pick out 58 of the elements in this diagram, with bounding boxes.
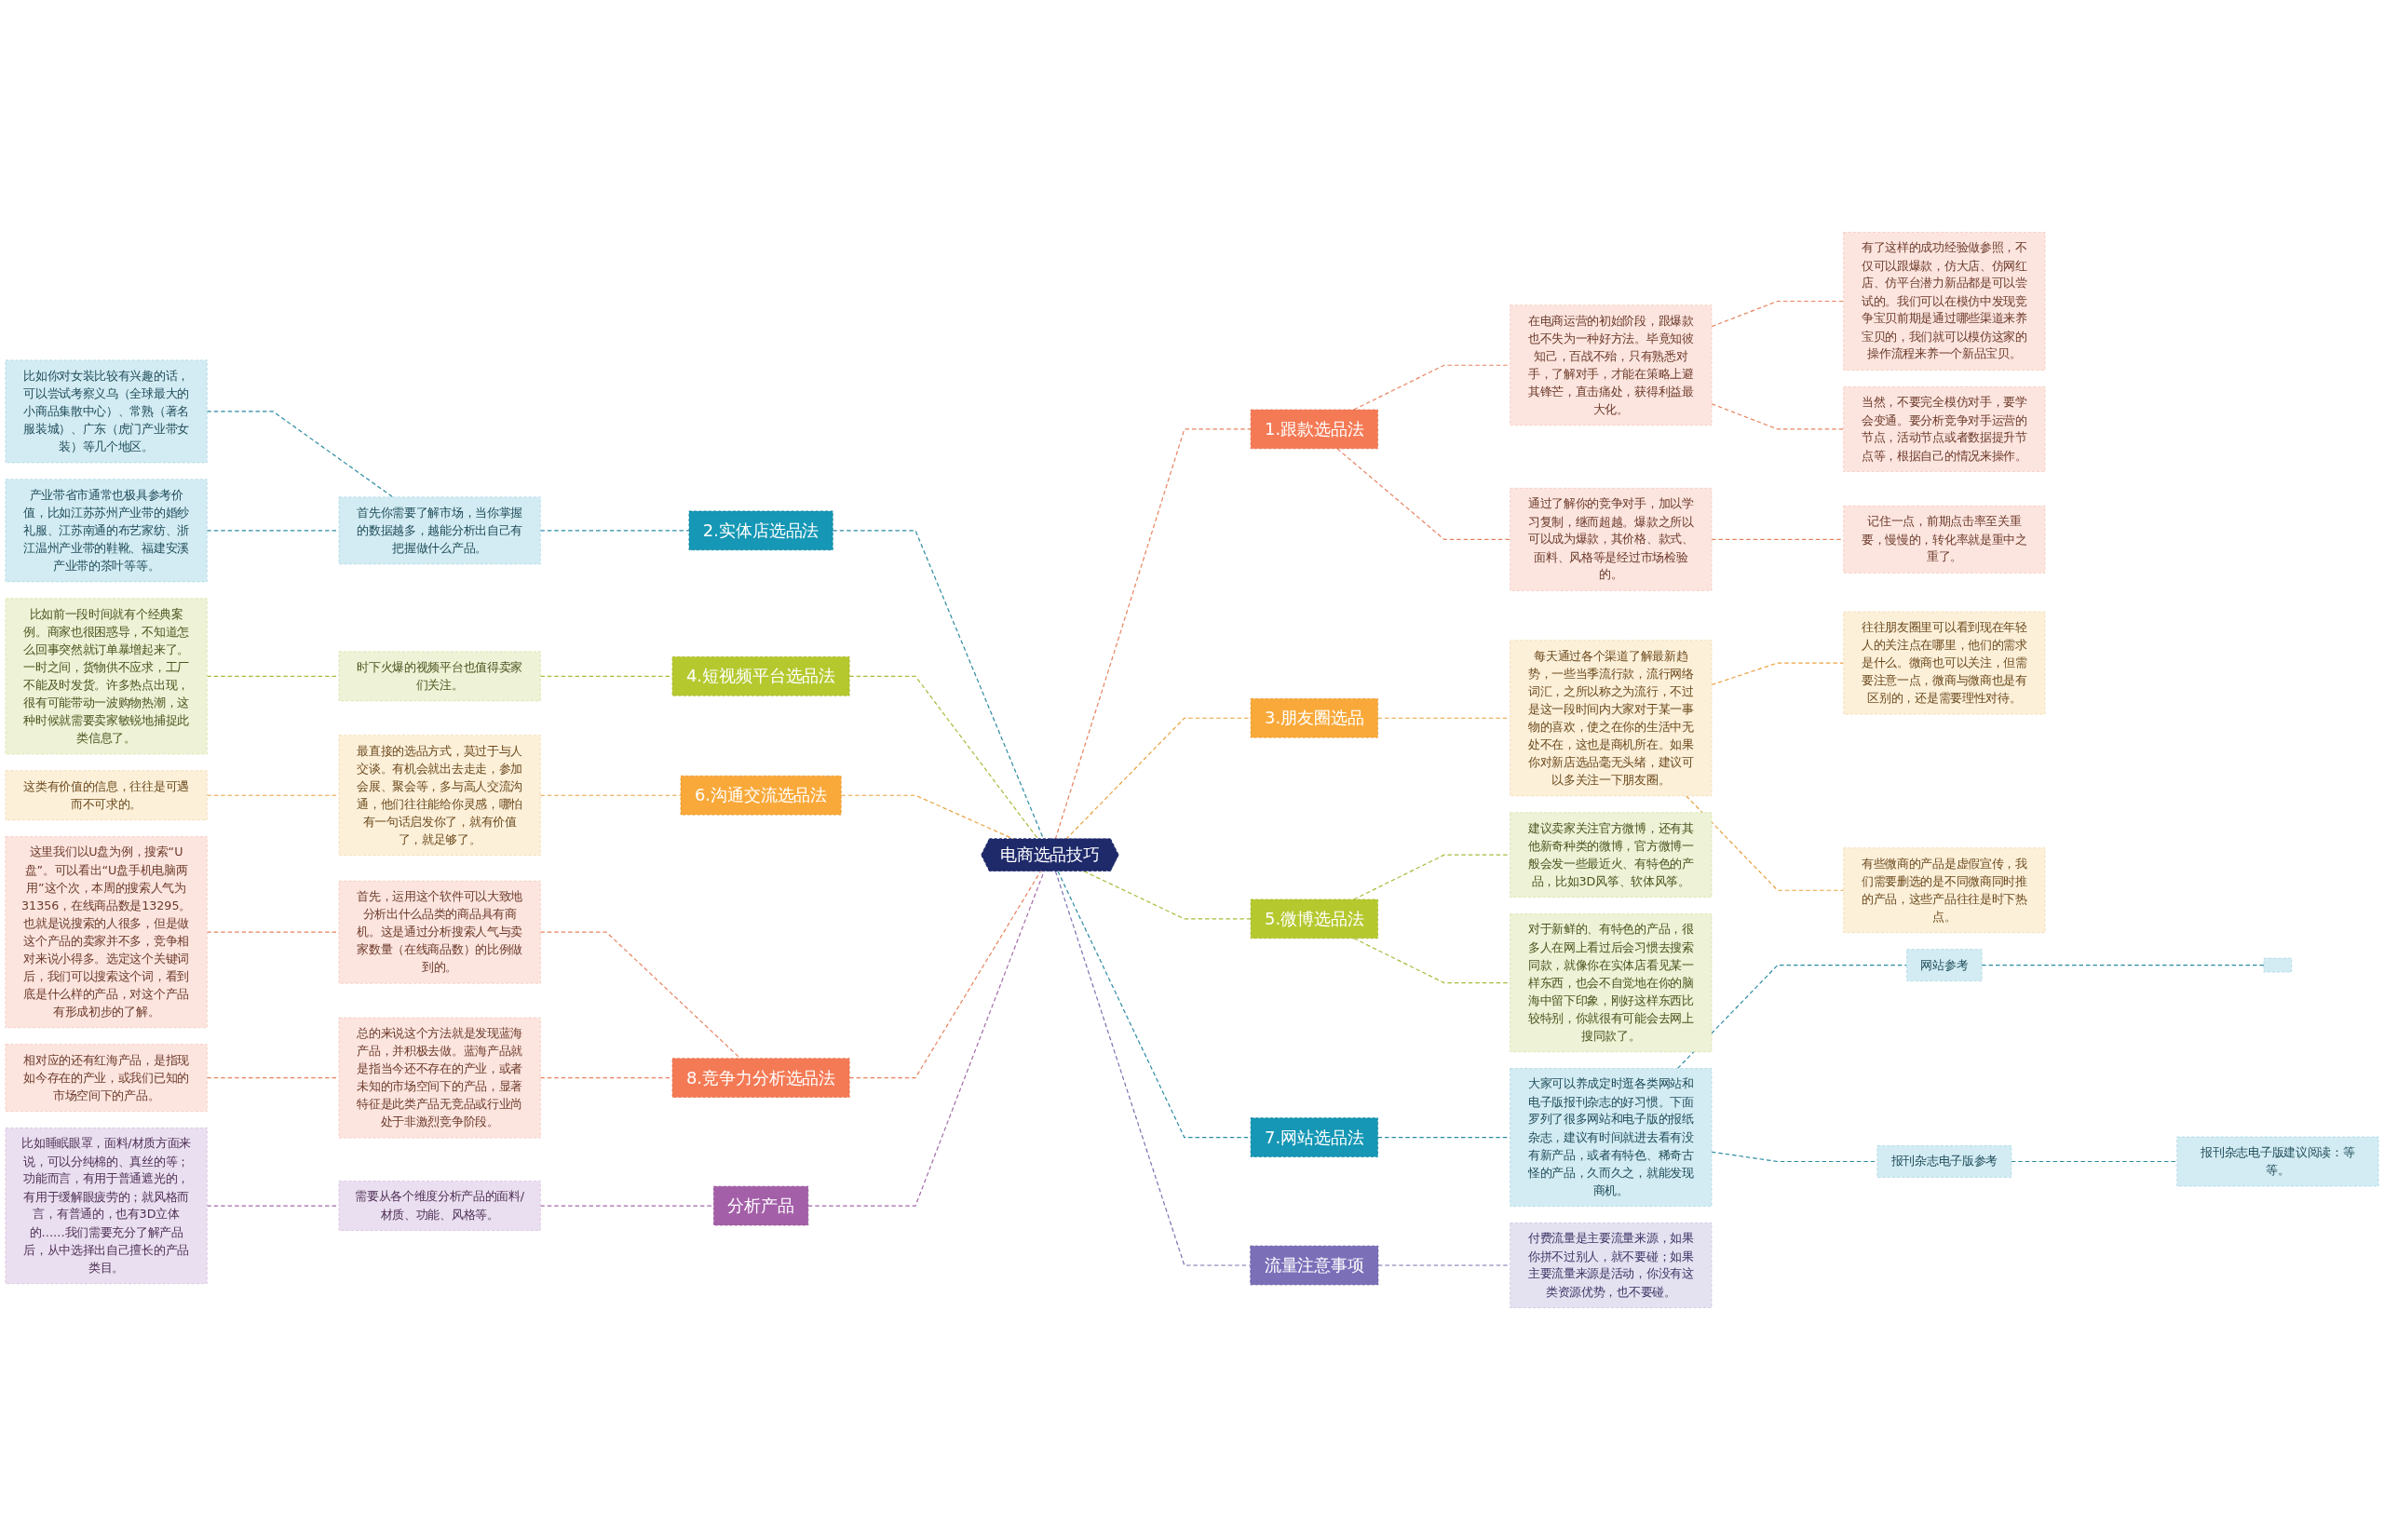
connector [1054,428,1252,840]
connector [539,931,741,1060]
connector [2011,1160,2178,1163]
connector [1711,300,1845,328]
node-box: 建议卖家关注官方微博，还有其他新奇种类的微博，官方微博一般会发一些最近火、有特色的产品，比如3D风筝、软体风筝。 [1510,812,1713,898]
node-box: 相对应的还有红海产品，是指现如今存在的产业，或我们已知的市场空间下的产品。 [5,1044,208,1112]
node-box: 付费流量是主要流量来源，如果你拼不过别人，就不要碰；如果主要流量来源是活动，你没有这类资源优势，也不要碰。 [1510,1223,1713,1308]
node-box: 报刊杂志电子版建议阅读：等等。 [2176,1136,2379,1187]
node-box: 6.沟通交流选品法 [680,775,842,816]
node-box: 这里我们以U盘为例，搜索“U盘”。可以看出“U盘手机电脑两用”这个次，本周的搜索人气为31356，在线商品数是13295。也就是说搜索的人很多，但是做这个产品的卖家并不多，竞争相对来说小得多。选定这个关键词后，我们可以搜索这个词，看到底是什么样的产品，对这个产品有形成初步的了解。 [5,836,208,1029]
connector [1336,448,1511,540]
node-box: 2.实体店选品法 [688,510,833,551]
node-box: 总的来说这个方法就是发现蓝海产品，并积极去做。蓝海产品就是指当今还不存在的产业，或者未知的市场空间下的产品，显著特征是此类产品无竞品或行业尚处于非激烈竞争阶段。 [338,1017,541,1139]
node-box: 流量注意事项 [1250,1245,1379,1286]
connector [539,1077,673,1079]
node-box: 比如你对女装比较有兴趣的话，可以尝试考察义乌（全球最大的小商品集散中心）、常熟（著名服装城）、广东（虎门产业带女装）等几个地区。 [5,359,208,464]
node-box: 3.朋友圈选品 [1250,698,1378,738]
connector [1057,871,1252,1139]
node-box: 首先你需要了解市场，当你掌握的数据越多，越能分析出自己有把握做什么产品。 [338,496,541,565]
connector [1981,965,2265,966]
node-box: 有了这样的成功经验做参照，不仅可以跟爆款，仿大店、仿网红店、仿平台潜力新品都是可以尝试的。我们可以在模仿中发现竞争宝贝前期是通过哪些渠道来养宝贝的，我们就可以模仿这家的操作流程来养一个新品宝贝。 [1843,232,2046,371]
node-box: 通过了解你的竞争对手，加以学习复制，继而超越。爆款之所以可以成为爆款，其价格、款式、面料、风格等是经过市场检验的。 [1510,487,1713,591]
node-box: 往往朋友圈里可以看到现在年轻人的关注点在哪里，他们的需求是什么。微商也可以关注，但需要注意一点，微商与微商也是有区别的，还是需要理性对待。 [1843,611,2046,715]
connector [539,675,673,677]
node-box: 记住一点，前期点击率至关重要，慢慢的，转化率就是重中之重了。 [1843,506,2046,574]
connector [206,411,394,498]
node-box: 7.网站选品法 [1250,1117,1378,1157]
connector [1686,795,1845,891]
node-box: 首先，运用这个软件可以大致地分析出什么品类的商品具有商机。这是通过分析搜索人气与卖家数量（在线商品数）的比例做到的。 [338,880,541,984]
node-box: 需要从各个维度分析产品的面料/材质、功能、风格等。 [338,1181,541,1231]
node-box: 4.短视频平台选品法 [671,656,850,696]
connector [832,530,1045,840]
connector [1676,965,1908,1070]
node-box [2263,957,2293,973]
connector [1054,871,1252,1266]
connector [1711,403,1845,430]
node-box: 产业带省市通常也极具参考价值，比如江苏苏州产业带的婚纱礼服、江苏南通的布艺家纺、浙江温州产业带的鞋靴、福建安溪产业带的茶叶等等。 [5,479,208,583]
connector [1711,662,1845,686]
node-box: 8.竞争力分析选品法 [671,1058,850,1098]
node-box: 这类有价值的信息，往往是可遇而不可求的。 [5,770,208,821]
connector [1083,871,1252,920]
node-box: 1.跟款选品法 [1250,409,1378,450]
connector [1065,717,1252,840]
node-box: 比如前一段时间就有个经典案例。商家也很困惑导，不知道怎么回事突然就订单暴增起来了。一时之间，货物供不应求，工厂不能及时发货。许多热点出现，很有可能带动一波购物热潮，这种时候就需要卖家敏锐地捕捉此类信息了。 [5,598,208,755]
node-box: 当然，不要完全模仿对手，要学会变通。要分析竞争对手运营的节点，活动节点或者数据提升节点等，根据自己的情况来操作。 [1843,386,2046,472]
node-box: 有些微商的产品是虚假宣传，我们需要删选的是不同微商同时推的产品，这些产品往往是时下热点。 [1843,847,2046,934]
node-box: 报刊杂志电子版参考 [1876,1145,2012,1178]
node-box: 对于新鲜的、有特色的产品，很多人在网上看过后会习惯去搜索同款，就像你在实体店看见某一样东西，也会不自觉地在你的脑海中留下印象，刚好这样东西比较特别，你就很有可能会去网上搜同款了。 [1510,913,1713,1053]
node-box: 网站参考 [1906,949,1983,981]
node-box: 比如睡眠眼罩，面料/材质方面来说，可以分纯棉的、真丝的等；功能而言，有用于普通遮光的，有用于缓解眼疲劳的；就风格而言，有普通的，也有3D立体的……我们需要充分了解产品后，从中选择出自己擅长的产品类目。 [5,1128,208,1284]
node-box: 时下火爆的视频平台也值得卖家们关注。 [338,651,541,702]
node-box: 在电商运营的初始阶段，跟爆款也不失为一种好方法。毕竟知彼知己，百战不殆，只有熟悉对手，了解对手，才能在策略上避其锋芒，直击痛处，获得利益最大化。 [1510,304,1713,426]
node-box: 大家可以养成定时逛各类网站和电子版报刊杂志的好习惯。下面罗列了很多网站和电子版的报纸杂志，建议有时间就进去看有没有新产品，或者有特色、稀奇古怪的产品，久而久之，就能发现商机。 [1510,1068,1713,1207]
node-box: 分析产品 [713,1185,809,1226]
connector [539,1205,714,1207]
node-box: 5.微博选品法 [1250,898,1378,939]
node-box: 最直接的选品方式，莫过于与人交谈。有机会就出去走走，参加会展、聚会等，多与高人交流沟通，他们往往能给你灵感，哪怕有一句话启发你了，就有价值了，就足够了。 [338,735,541,857]
node-box: 每天通过各个渠道了解最新趋势，一些当季流行款，流行网络词汇，之所以称之为流行，不过是这一段时间内大家对于某一事物的喜欢，使之在你的生活中无处不在，这也是商机所在。如果你对新店选品毫无头绪，建议可以多关注一下朋友圈。 [1510,640,1713,797]
